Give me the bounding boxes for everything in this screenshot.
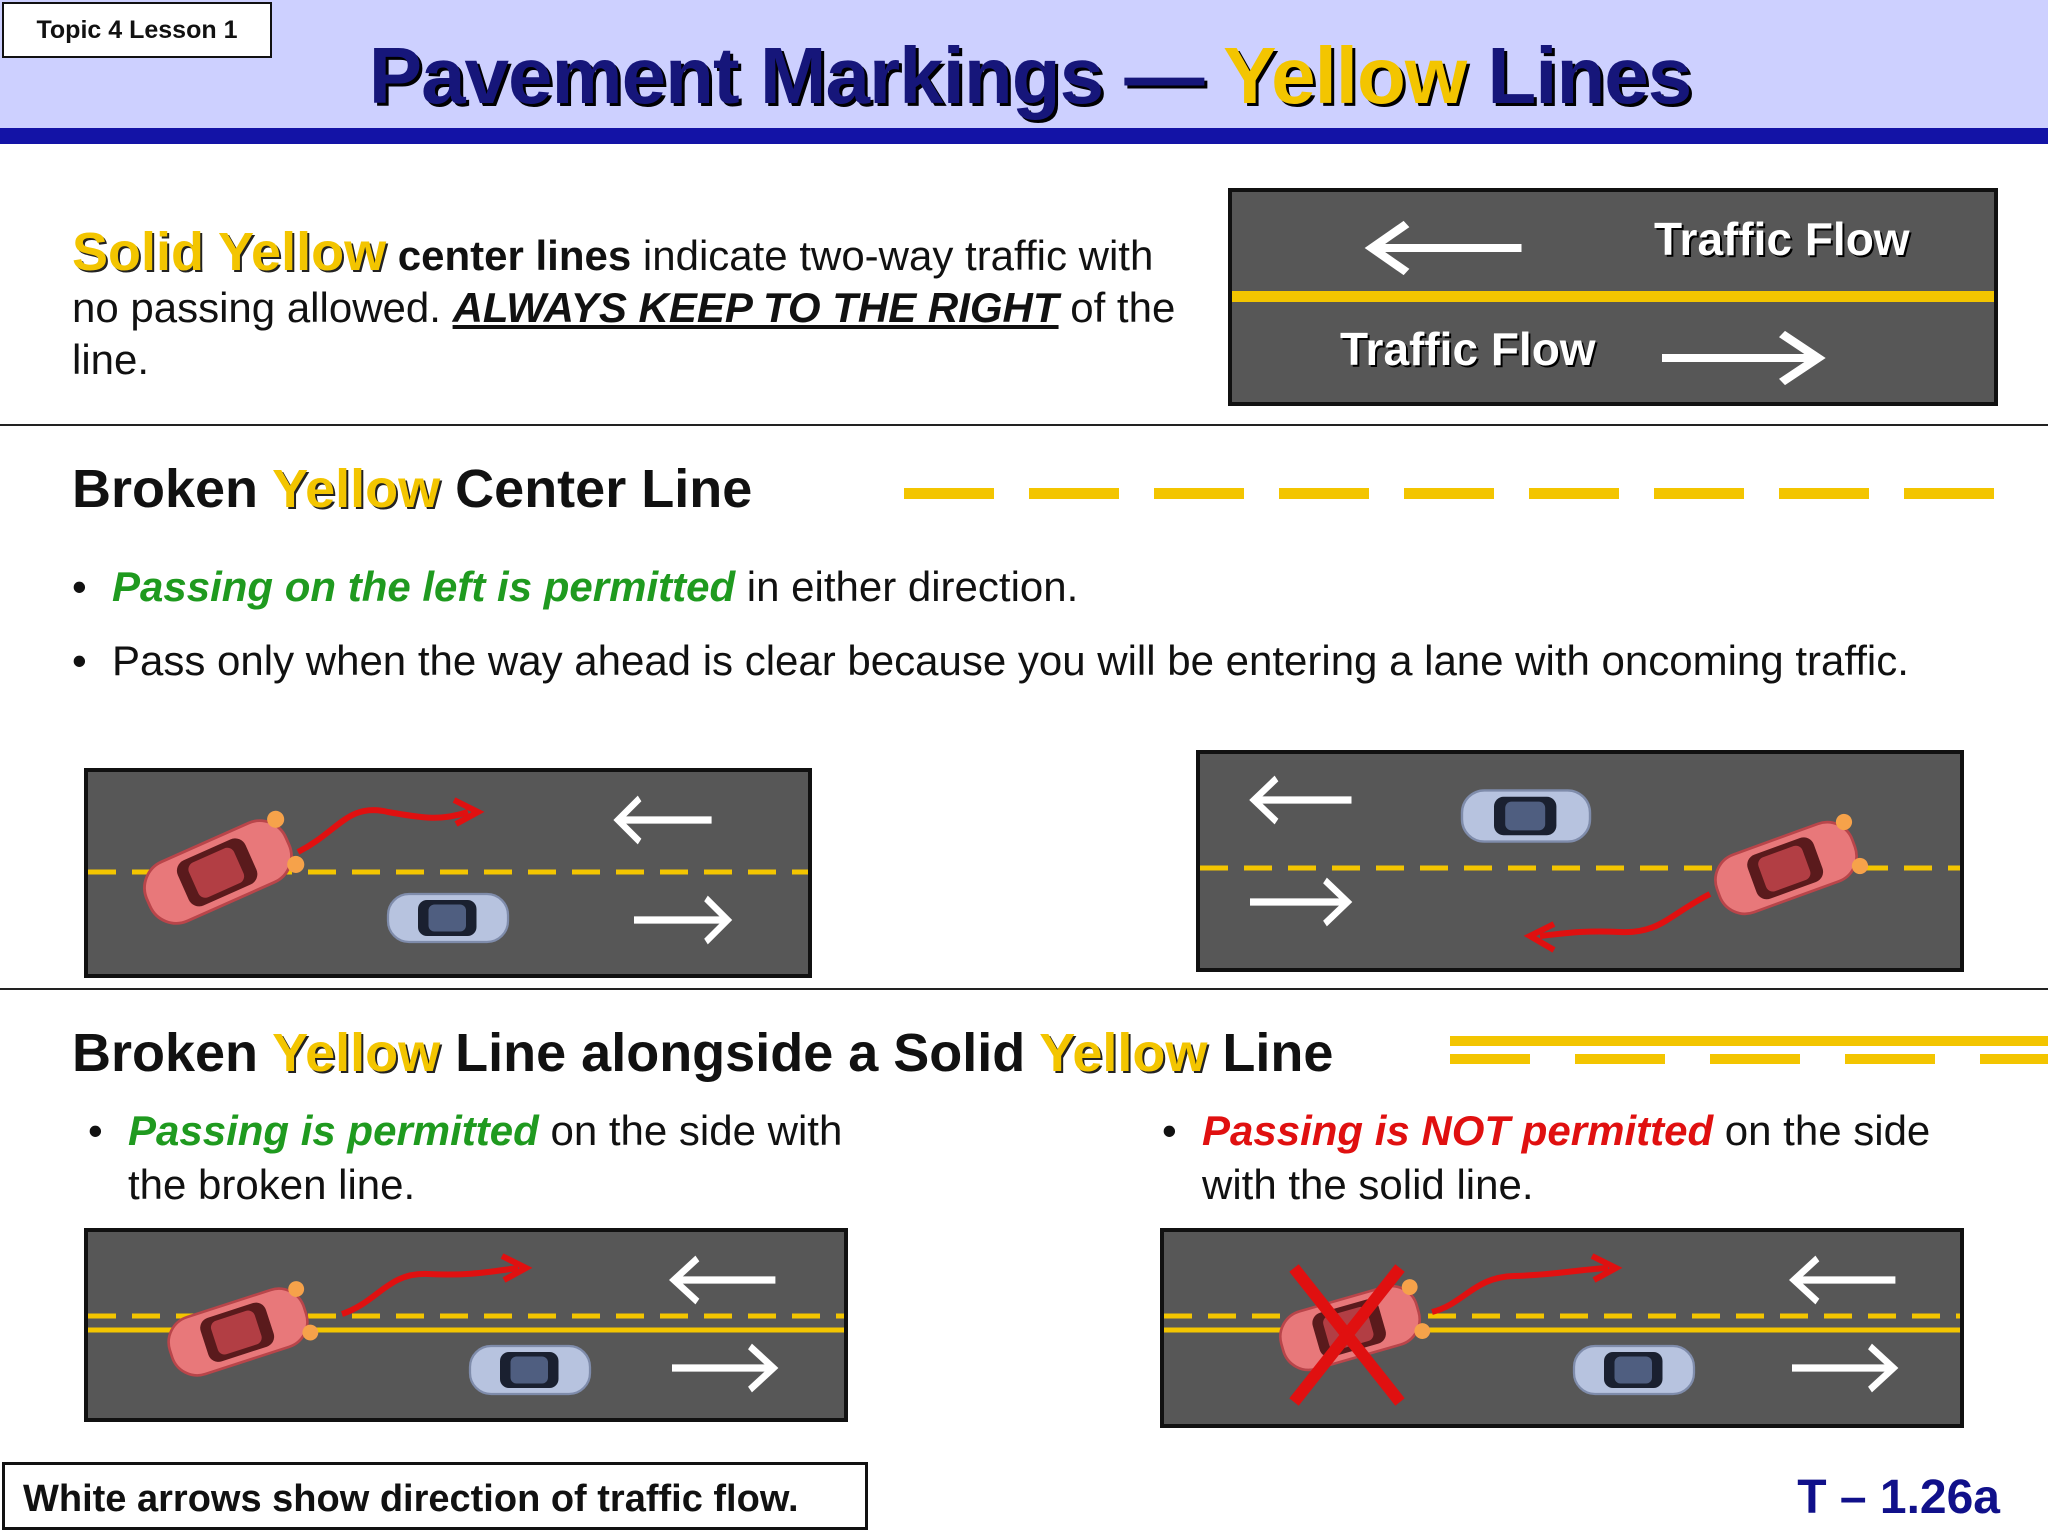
blue-car-icon [1572,1344,1696,1396]
broken-heading-2: Center Line [455,459,753,519]
combo-heading-2: Line alongside a Solid [455,1023,1026,1083]
blue-car-icon [386,892,510,944]
broken-heading-1: Broken [72,459,259,519]
arrow-right-icon [1250,880,1348,923]
passing-path-arrow-icon [1539,891,1712,939]
combo-heading-3: Line [1222,1023,1334,1083]
passing-path-arrow-icon [340,1265,519,1317]
solid-text-2: of the line. [72,284,1176,383]
broken-solid-line-sample [1450,1036,2048,1064]
header-rule [0,128,2048,144]
arrow-left-icon [1372,224,1522,272]
slide-number: T – 1.26a [1797,1471,2000,1524]
traffic-flow-bottom-label: Traffic Flow [1340,323,1596,375]
broken-bullet-2: • Pass only when the way ahead is clear … [72,634,1972,688]
arrow-left-icon [1254,778,1352,821]
center-lines-bold: center lines [397,232,632,279]
bullet-1-rest: in either direction. [746,563,1079,610]
solid-yellow-description: Solid Yellow center lines indicate two-w… [72,225,1182,386]
header-band [0,0,2048,128]
left-bullet-rest: on the side with the broken line. [128,1107,843,1208]
arrow-left-icon [674,1258,775,1301]
title-suffix: Lines [1487,31,1692,120]
combo-heading-1: Broken [72,1023,259,1083]
arrow-left-icon [618,798,712,841]
footer-note: White arrows show direction of traffic f… [2,1462,868,1530]
broken-line-sample [904,488,1994,499]
combo-heading-highlight-1: Yellow [272,1023,441,1083]
combo-left-bullet: • Passing is permitted on the side with … [88,1107,843,1208]
red-car-icon [133,806,309,935]
road-pass-left-opposite-example [1196,750,1964,972]
traffic-flow-top-label: Traffic Flow [1654,213,1910,265]
solid-yellow-highlight: Solid Yellow [72,222,387,282]
combo-heading-highlight-2: Yellow [1039,1023,1208,1083]
red-car-icon [1706,810,1872,924]
passing-path-arrow-icon [1431,1265,1609,1315]
title-prefix: Pavement Markings — [368,31,1205,120]
passing-permitted: Passing is permitted [128,1107,539,1154]
keep-right-emphasis: ALWAYS KEEP TO THE RIGHT [452,284,1059,331]
section-divider [0,988,2048,990]
broken-center-heading: Broken Yellow Center Line [72,458,752,520]
page-title: Pavement Markings — Yellow Lines [250,26,1810,126]
arrow-right-icon [672,1346,773,1389]
passing-not-permitted: Passing is NOT permitted [1202,1107,1714,1154]
bullet-2-text: Pass only when the way ahead is clear be… [112,637,1909,684]
broken-heading-highlight: Yellow [272,459,441,519]
title-highlight: Yellow [1223,31,1467,120]
combo-right-bullet: • Passing is NOT permitted on the side w… [1162,1107,1931,1208]
solid-text-1: indicate two-way traffic with no passing… [72,232,1154,331]
arrow-left-icon [1794,1258,1895,1301]
blue-car-icon [1460,789,1592,843]
red-car-icon [160,1277,322,1385]
arrow-right-icon [1792,1346,1893,1389]
road-broken-side-example [84,1228,848,1422]
topic-label: Topic 4 Lesson 1 [2,2,272,58]
section-divider [0,424,2048,426]
combo-heading: Broken Yellow Line alongside a Solid Yel… [72,1022,1333,1084]
passing-left-permitted: Passing on the left is permitted [112,563,736,610]
road-solid-side-example [1160,1228,1964,1428]
passing-path-arrow-icon [296,807,469,855]
arrow-right-icon [1662,334,1818,382]
red-x-icon [1289,1264,1405,1406]
right-bullet-rest: on the side with the solid line. [1202,1107,1931,1208]
traffic-flow-diagram: Traffic Flow Traffic Flow [1228,188,1998,406]
road-pass-left-example [84,768,812,978]
blue-car-icon [468,1344,592,1396]
broken-bullet-1: • Passing on the left is permitted in ei… [72,563,1079,610]
arrow-right-icon [634,898,728,941]
